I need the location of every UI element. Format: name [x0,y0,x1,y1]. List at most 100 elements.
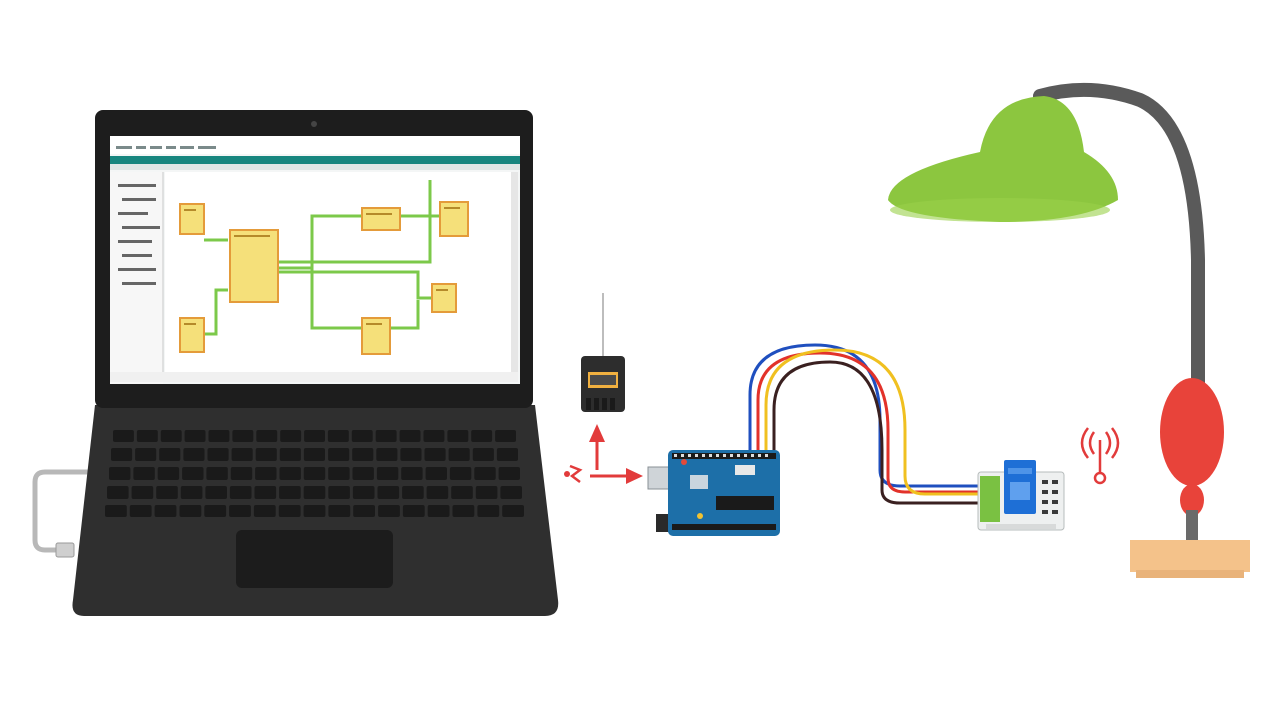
keyboard-key[interactable] [111,448,133,461]
keyboard-key[interactable] [229,505,251,517]
keyboard-key[interactable] [498,467,520,480]
keyboard-key[interactable] [475,486,498,499]
keyboard-key[interactable] [352,448,374,461]
keyboard-key[interactable] [105,505,127,517]
keyboard-key[interactable] [157,467,180,480]
keyboard-key[interactable] [303,467,326,480]
keyboard-key[interactable] [182,467,204,480]
keyboard-key[interactable] [279,448,301,461]
keyboard-key[interactable] [449,467,472,480]
keyboard-key[interactable] [179,505,202,517]
keyboard-key[interactable] [208,430,230,442]
keyboard-key[interactable] [136,430,158,442]
keyboard-key[interactable] [154,505,177,517]
keyboard-key[interactable] [376,448,398,461]
keyboard-key[interactable] [279,467,301,480]
keyboard-key[interactable] [207,448,229,461]
keyboard-key[interactable] [426,486,449,499]
keyboard-key[interactable] [107,486,129,499]
keyboard-key[interactable] [303,448,325,461]
flow-block[interactable] [229,229,279,303]
keyboard-key[interactable] [328,505,351,517]
keyboard-key[interactable] [352,486,375,499]
keyboard-key[interactable] [184,430,206,442]
ide-scrollbar[interactable] [511,172,518,372]
keyboard-key[interactable] [376,467,399,480]
keyboard-key[interactable] [425,467,447,480]
menu-item[interactable] [198,146,216,149]
keyboard-key[interactable] [477,505,500,517]
keyboard-key[interactable] [378,505,400,517]
keyboard-key[interactable] [377,486,400,499]
keyboard-key[interactable] [502,505,524,517]
sidebar-item[interactable] [118,184,156,187]
keyboard-key[interactable] [327,430,349,442]
keyboard-key[interactable] [328,486,350,499]
sidebar-item[interactable] [122,198,156,201]
keyboard-key[interactable] [254,486,277,499]
keyboard-key[interactable] [280,430,302,442]
keyboard-key[interactable] [427,505,450,517]
keyboard-key[interactable] [255,448,277,461]
keyboard-key[interactable] [375,430,397,442]
keyboard-key[interactable] [253,505,276,517]
keyboard-key[interactable] [279,486,301,499]
keyboard-key[interactable] [447,430,469,442]
keyboard-key[interactable] [180,486,203,499]
sidebar-item[interactable] [122,282,156,285]
keyboard-key[interactable] [205,486,227,499]
keyboard-key[interactable] [303,505,326,517]
keyboard-key[interactable] [495,430,516,442]
keyboard-key[interactable] [402,486,424,499]
keyboard-key[interactable] [424,448,446,461]
sidebar-item[interactable] [118,240,152,243]
keyboard-key[interactable] [351,430,373,442]
keyboard-key[interactable] [303,486,326,499]
keyboard-key[interactable] [135,448,157,461]
keyboard-key[interactable] [328,448,350,461]
keyboard-key[interactable] [206,467,228,480]
keyboard-key[interactable] [156,486,178,499]
keyboard-key[interactable] [472,448,494,461]
keyboard-key[interactable] [304,430,325,442]
keyboard-key[interactable] [183,448,205,461]
keyboard-key[interactable] [452,505,475,517]
sidebar-item[interactable] [118,268,156,271]
flow-block[interactable] [179,203,205,235]
keyboard-key[interactable] [255,467,277,480]
keyboard-key[interactable] [256,430,278,442]
sidebar-item[interactable] [118,212,148,215]
keyboard-key[interactable] [423,430,445,442]
keyboard-key[interactable] [402,505,425,517]
menu-item[interactable] [136,146,146,149]
keyboard-key[interactable] [400,448,422,461]
keyboard-key[interactable] [159,448,181,461]
keyboard-key[interactable] [113,430,134,442]
sidebar-item[interactable] [122,254,152,257]
menu-item[interactable] [166,146,176,149]
keyboard-key[interactable] [451,486,473,499]
keyboard-key[interactable] [131,486,154,499]
flow-block[interactable] [431,283,457,313]
flow-block[interactable] [361,207,401,231]
keyboard-key[interactable] [204,505,227,517]
menu-item[interactable] [180,146,194,149]
keyboard-key[interactable] [353,505,375,517]
sidebar-item[interactable] [122,226,160,229]
keyboard-key[interactable] [230,467,253,480]
keyboard-key[interactable] [328,467,350,480]
keyboard-key[interactable] [278,505,301,517]
keyboard-key[interactable] [352,467,374,480]
keyboard-key[interactable] [448,448,470,461]
keyboard-key[interactable] [160,430,182,442]
keyboard-key[interactable] [399,430,421,442]
ide-toolbar[interactable] [110,156,520,164]
keyboard-key[interactable] [129,505,152,517]
keyboard-key[interactable] [496,448,518,461]
keyboard-key[interactable] [229,486,252,499]
keyboard-key[interactable] [500,486,522,499]
keyboard-key[interactable] [471,430,493,442]
keyboard-key[interactable] [231,448,253,461]
keyboard-key[interactable] [133,467,155,480]
keyboard-key[interactable] [474,467,496,480]
